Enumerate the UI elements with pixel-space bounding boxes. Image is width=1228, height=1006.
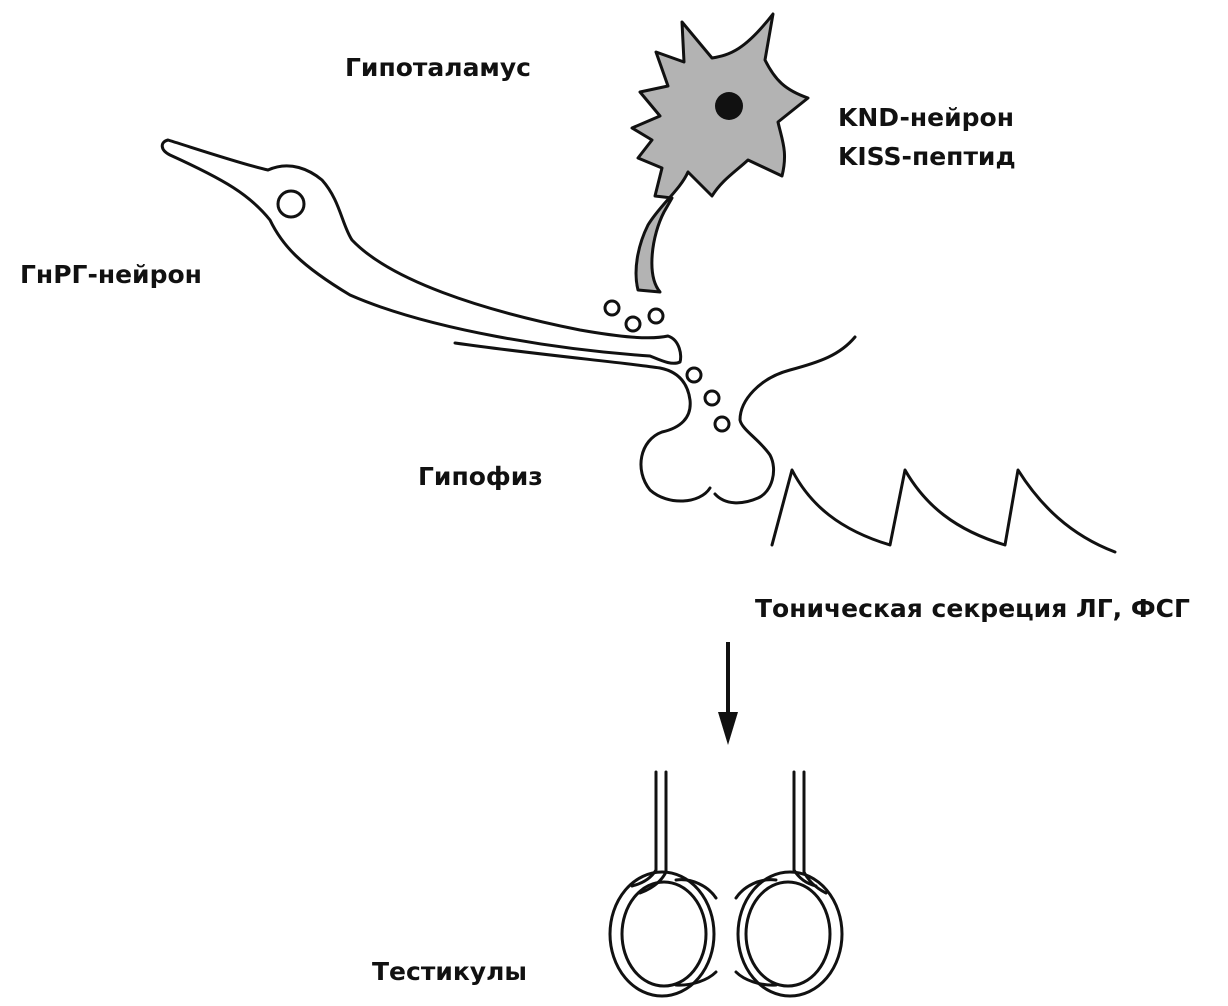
kiss-vesicles	[605, 301, 663, 331]
kiss-vesicle	[605, 301, 619, 315]
right-testicle	[736, 772, 842, 996]
gnrh-neuron-body	[162, 140, 680, 363]
right-testicle-outer	[738, 872, 842, 996]
pulse-secretion-line	[772, 470, 1115, 552]
kiss-vesicle	[626, 317, 640, 331]
gnrh-neuron-nucleus	[278, 191, 304, 217]
right-spermatic-cord	[794, 772, 826, 893]
testicles-label: Тестикулы	[372, 957, 527, 986]
pituitary-right-contour	[715, 337, 855, 503]
knd-neuron-nucleus	[715, 92, 743, 120]
pituitary-label: Гипофиз	[418, 462, 543, 491]
gnrh-vesicles	[687, 368, 729, 431]
left-testicle-outer	[610, 872, 714, 996]
down-arrow-icon	[718, 642, 738, 745]
gnrh-vesicle	[687, 368, 701, 382]
right-testicle-inner	[746, 882, 830, 986]
knd-neuron-shape	[632, 14, 808, 292]
hypothalamus-label: Гипоталамус	[345, 53, 531, 82]
left-testicle-inner	[622, 882, 706, 986]
knd-neuron-body	[632, 14, 808, 292]
gnrh-neuron-shape	[162, 140, 680, 363]
gnrh-neuron-label: ГнРГ-нейрон	[20, 260, 202, 289]
gnrh-vesicle	[705, 391, 719, 405]
kiss-peptide-label: KISS-пептид	[838, 142, 1016, 171]
left-testicle	[610, 772, 716, 996]
knd-neuron-label: KND-нейрон	[838, 103, 1014, 132]
kiss-vesicle	[649, 309, 663, 323]
gnrh-vesicle	[715, 417, 729, 431]
tonic-secretion-label: Тоническая секреция ЛГ, ФСГ	[755, 594, 1190, 623]
